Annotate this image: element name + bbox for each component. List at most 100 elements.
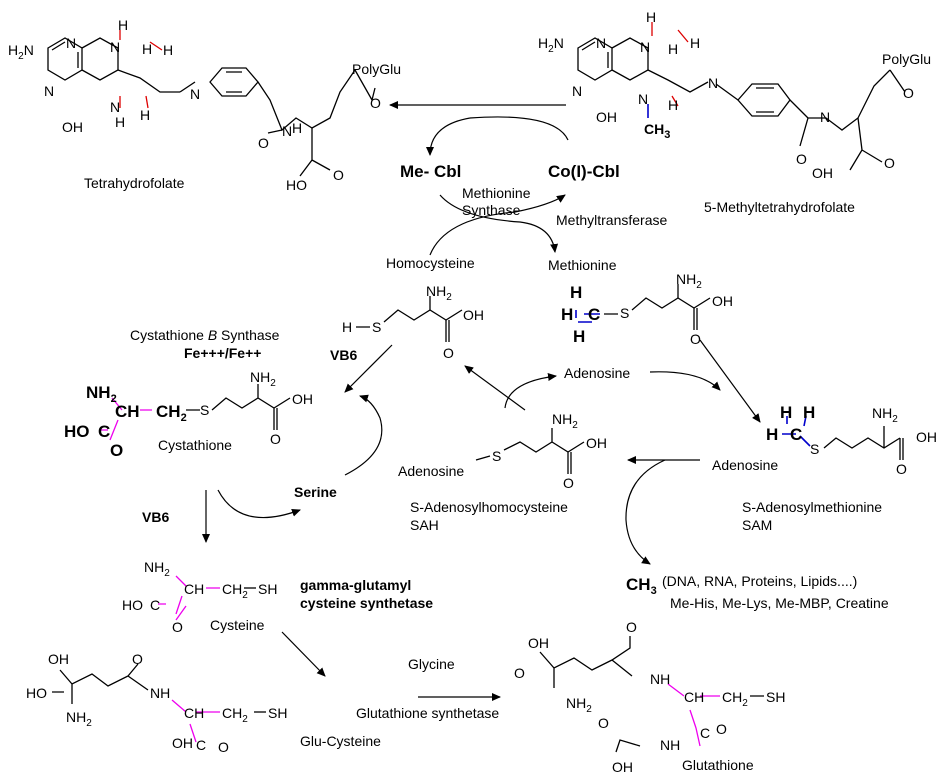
glucys-oh: OH — [48, 651, 69, 667]
cysteine-structure: NH2 CH CH2 SH HO C O Cysteine — [122, 559, 277, 635]
cysteine-label: Cysteine — [210, 617, 265, 633]
thf-o3: O — [370, 95, 381, 111]
mthf-h2: H — [690, 35, 700, 51]
arrow-cysteine-to-glucys — [281, 631, 326, 677]
gs-label: Glutathione synthetase — [356, 705, 499, 721]
methyltetrahydrofolate-structure: H H H H H2N N N N N CH3 OH N O N OH O Po… — [538, 9, 931, 215]
cyst-nh2: NH2 — [86, 383, 117, 405]
thf-o1: O — [258, 135, 269, 151]
homocysteine-label: Homocysteine — [386, 255, 475, 271]
sah-name: S-Adenosylhomocysteine — [410, 499, 568, 515]
thf-n5: N — [190, 86, 200, 102]
glucys-ho: HO — [26, 685, 47, 701]
vb6-label-1: VB6 — [330, 347, 357, 363]
mthf-oh: OH — [596, 109, 617, 125]
cys-c: C — [150, 597, 160, 613]
thf-name: Tetrahydrofolate — [84, 175, 185, 191]
homocysteine-structure: H S NH2 OH O — [342, 283, 484, 361]
sam-c: C — [790, 425, 802, 444]
arrow-hcy-to-cystathione — [344, 344, 393, 393]
thf-h1: H — [118, 17, 128, 33]
mthf-n6: N — [820, 109, 830, 125]
arrow-methionine-to-sam — [699, 339, 761, 423]
mthf-o3: O — [903, 85, 914, 101]
mthf-h2n: H2N — [538, 35, 564, 55]
thf-h2n: H2N — [8, 42, 34, 62]
vb6-label-2: VB6 — [142, 509, 169, 525]
methionine-label: Methionine — [548, 257, 617, 273]
mthf-ch3: CH3 — [644, 121, 670, 141]
arrow-to-methionine — [439, 194, 559, 253]
cys-ch2: CH2 — [222, 581, 248, 601]
mthf-n4: N — [638, 91, 648, 107]
met-nh2: NH2 — [676, 271, 702, 291]
hcy-nh2: NH2 — [426, 283, 452, 303]
thf-h5: H — [140, 107, 150, 123]
gsh-ho: O — [514, 665, 525, 681]
thf-n4: N — [110, 99, 120, 115]
glucys-oh2: OH — [172, 735, 193, 751]
thf-h2: H — [163, 42, 173, 58]
cyst-nh2b: NH2 — [250, 369, 276, 389]
sam-nh2: NH2 — [872, 405, 898, 425]
gsh-o1: O — [626, 619, 637, 635]
glucys-nh: NH — [150, 685, 170, 701]
hcy-s: S — [372, 319, 381, 335]
sah-abbr: SAH — [410, 517, 439, 533]
gsh-o3: O — [598, 715, 609, 731]
methyl-targets: (DNA, RNA, Proteins, Lipids....) — [662, 573, 857, 589]
mthf-h4: H — [668, 97, 678, 113]
mthf-polyglu: PolyGlu — [882, 51, 931, 67]
mthf-oh2: OH — [812, 165, 833, 181]
sah-s: S — [492, 448, 501, 464]
cys-ch: CH — [184, 581, 204, 597]
ggcs-label-2: cysteine synthetase — [300, 595, 433, 611]
gsh-nh2: NH2 — [566, 695, 592, 715]
glucys-ch: CH — [184, 705, 204, 721]
arrow-serine-to-cystathione — [344, 394, 383, 476]
sam-o: O — [896, 461, 907, 477]
glucys-sh: SH — [268, 705, 287, 721]
glycine-label: Glycine — [408, 656, 455, 672]
methylated-products: Me-His, Me-Lys, Me-MBP, Creatine — [670, 595, 889, 611]
ch3-label: CH3 — [626, 575, 657, 597]
methionine-structure: H H C H S NH2 OH O — [561, 271, 733, 347]
met-oh: OH — [712, 293, 733, 309]
glutathione-structure: OH O O NH2 NH CH CH2 SH C O NH OH O Glut… — [514, 619, 785, 775]
gsh-ch2: CH2 — [722, 689, 748, 709]
sam-structure: H H H C S Adenosine NH2 OH O S-Adenosylm… — [712, 403, 937, 533]
cystathione-structure: NH2 CH CH2 HO C O S NH2 OH O Cystathione — [64, 369, 313, 460]
thf-polyglu: PolyGlu — [352, 61, 401, 77]
met-o: O — [690, 331, 701, 347]
gsh-ch: CH — [684, 689, 704, 705]
arc-from-cocbl — [469, 116, 569, 141]
mecbl-cbl: Cbl — [434, 162, 461, 181]
ggcs-label-1: gamma-glutamyl — [300, 577, 411, 593]
cyst-s: S — [200, 402, 209, 418]
arrow-to-ch3 — [625, 459, 666, 565]
mecbl-me: Me- — [400, 162, 429, 181]
hcy-h: H — [342, 319, 352, 335]
mthf-n3: N — [640, 39, 650, 55]
gsh-c: C — [700, 725, 710, 741]
gsh-oh: OH — [528, 635, 549, 651]
cyst-ch: CH — [115, 402, 140, 421]
mthf-h3: H — [668, 41, 678, 57]
met-s: S — [620, 305, 629, 321]
cys-nh2: NH2 — [144, 559, 170, 579]
methionine-synthase-line1: Methionine — [462, 185, 531, 201]
sam-abbr: SAM — [742, 517, 772, 533]
methionine-synthase-line2: Synthase — [462, 202, 521, 218]
mthf-n2: N — [572, 83, 582, 99]
thf-h4: H — [115, 114, 125, 130]
gsh-nh2b: NH — [660, 737, 680, 753]
sah-o: O — [563, 475, 574, 491]
sam-s: S — [810, 441, 819, 457]
fe-label: Fe+++/Fe++ — [184, 345, 261, 361]
thf-oh: OH — [62, 119, 83, 135]
serine-label: Serine — [294, 484, 337, 500]
sah-structure: Adenosine S NH2 OH O S-Adenosylhomocyste… — [398, 411, 607, 533]
thf-n3: N — [110, 39, 120, 55]
arrow-sah-to-hcy — [464, 365, 526, 411]
tetrahydrofolate-structure: H H H H H H2N N N N N OH N O N H HO O Po… — [8, 17, 401, 193]
